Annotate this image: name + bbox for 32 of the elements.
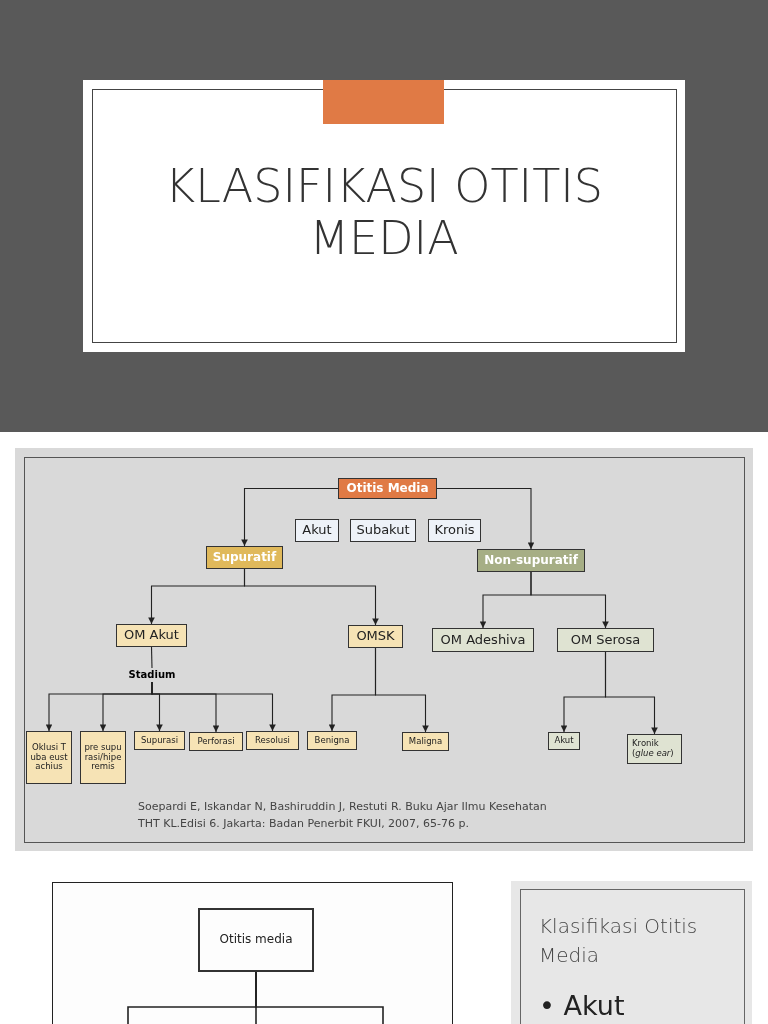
category-box: OM Serosa bbox=[557, 628, 654, 652]
citation-text: Soepardi E, Iskandar N, Bashiruddin J, Restuti R. Buku Ajar Ilmu Kesehatan THT KL.Edisi 6. Jakarta: Badan Penerbit FKUI, 2007, 65-76 p. bbox=[138, 799, 548, 832]
category-box: Kronis bbox=[428, 519, 481, 542]
connector-arrow bbox=[241, 487, 339, 547]
root-box: Otitis Media bbox=[338, 478, 437, 499]
connector-arrow bbox=[436, 487, 535, 550]
category-box: OMSK bbox=[348, 625, 403, 648]
category-box: Akut bbox=[548, 732, 580, 750]
connector-arrow bbox=[151, 681, 276, 732]
bullet-item: • Akut bbox=[539, 990, 625, 1022]
category-box: OM Akut bbox=[116, 624, 187, 647]
category-box: Maligna bbox=[402, 732, 449, 751]
category-box: Non-supuratif bbox=[477, 549, 585, 572]
root-box: Otitis media bbox=[198, 908, 314, 972]
category-box: pre supurasi/hiperemis bbox=[80, 731, 126, 784]
title: KLASIFIKASI OTITIS MEDIA bbox=[163, 160, 605, 264]
stage-label: Stadium bbox=[124, 668, 180, 682]
category-box: Akut bbox=[295, 519, 339, 542]
category-box: Supurasi bbox=[134, 731, 185, 750]
category-box: Kronik (glue ear) bbox=[627, 734, 682, 764]
connector-arrow bbox=[374, 647, 429, 733]
category-box: Subakut bbox=[350, 519, 416, 542]
category-box: OM Adeshiva bbox=[432, 628, 534, 652]
category-box: Resolusi bbox=[246, 731, 299, 750]
category-box: Supuratif bbox=[206, 546, 283, 569]
slide-heading: Klasifikasi Otitis Media bbox=[539, 913, 699, 969]
category-box: Benigna bbox=[307, 731, 357, 750]
category-box: Oklusi Tuba eustachius bbox=[26, 731, 72, 784]
category-box: Perforasi bbox=[189, 732, 243, 751]
connector-arrow bbox=[604, 651, 658, 735]
connector-arrow bbox=[530, 571, 609, 629]
connector-arrow bbox=[243, 568, 379, 626]
